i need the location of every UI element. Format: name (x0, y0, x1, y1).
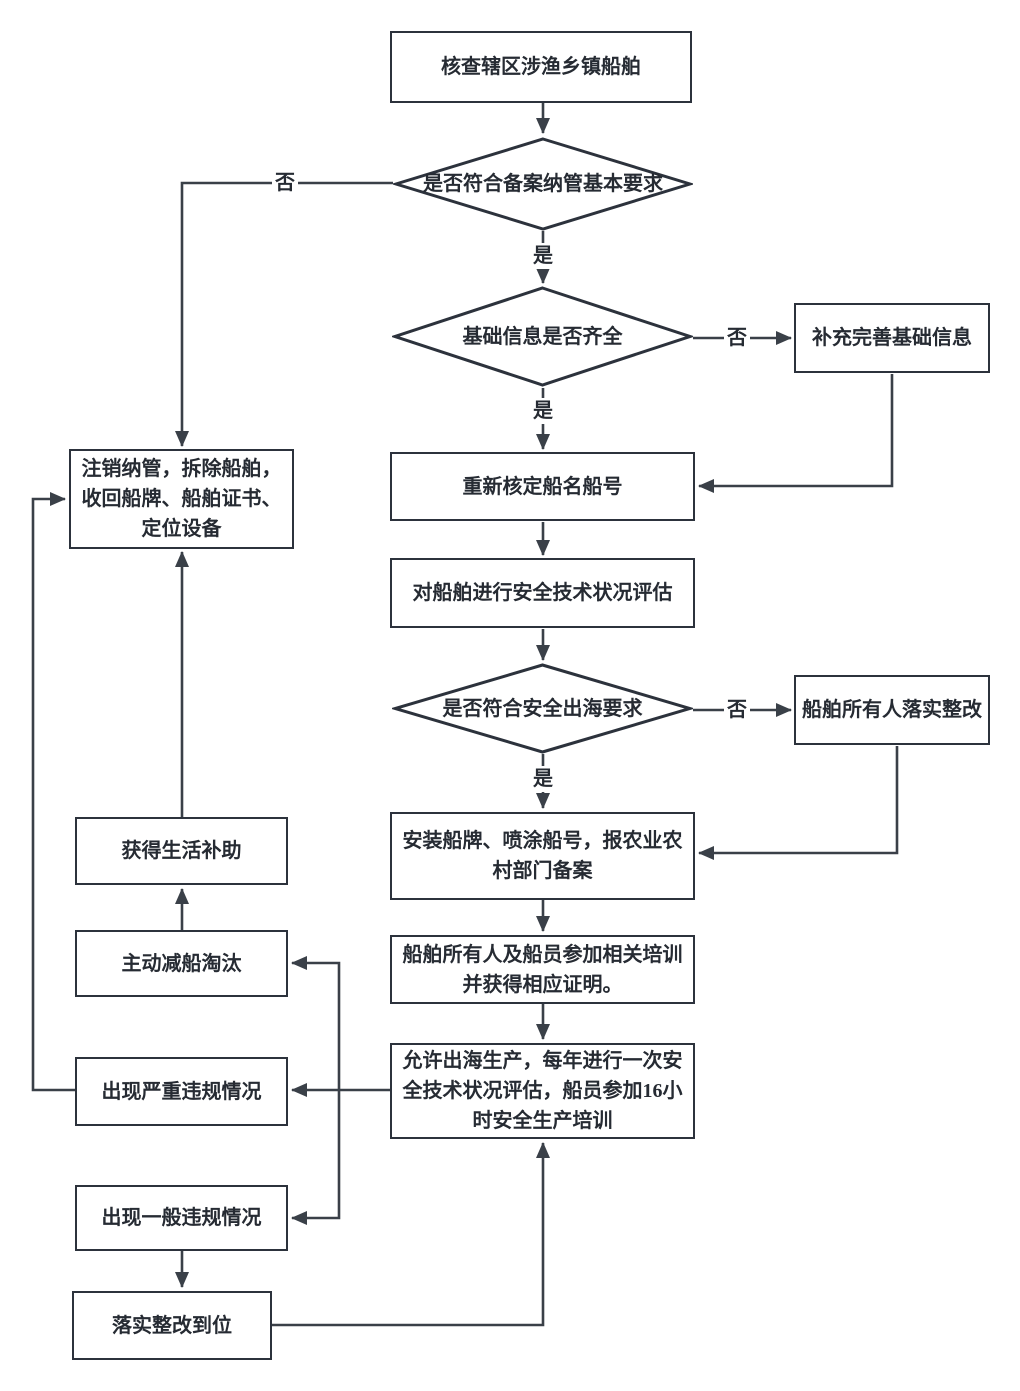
node-label: 船舶所有人及船员参加相关培训 并获得相应证明。 (402, 943, 683, 996)
edge-owner-rectify-to-install (698, 746, 899, 860)
node-label: 核查辖区涉渔乡镇船舶 (441, 56, 641, 78)
node-training: 船舶所有人及船员参加相关培训 并获得相应证明。 (390, 935, 695, 1004)
node-label: 出现一般违规情况 (101, 1207, 262, 1229)
edge-label-yes: 是 (530, 243, 556, 269)
node-label: 注销纳管，拆除船舶， 收回船牌、船舶证书、 定位设备 (81, 458, 282, 540)
node-label: 落实整改到位 (112, 1314, 232, 1337)
node-label: 重新核定船名船号 (462, 475, 623, 498)
node-label: 是否符合备案纳管基本要求 (423, 173, 663, 195)
node-label: 获得生活补助 (121, 840, 242, 862)
node-serious-violation: 出现严重违规情况 (75, 1057, 288, 1126)
node-inspect-vessels: 核查辖区涉渔乡镇船舶 (390, 31, 692, 103)
node-voluntary-scrap: 主动减船淘汰 (75, 930, 288, 997)
node-deregister: 注销纳管，拆除船舶， 收回船牌、船舶证书、 定位设备 (69, 449, 294, 549)
node-label: 安装船牌、喷涂船号，报农业农 村部门备案 (402, 830, 683, 882)
edge-label-yes: 是 (530, 398, 556, 424)
edge-produce-to-scrap (291, 956, 341, 1090)
edge-label-no: 否 (272, 170, 298, 196)
edge-supplement-to-rename (698, 374, 894, 493)
edge-check-filing-no-to-deregister (175, 181, 393, 447)
node-install-plate: 安装船牌、喷涂船号，报农业农 村部门备案 (390, 812, 695, 900)
node-label: 基础信息是否齐全 (462, 325, 623, 348)
node-label: 是否符合安全出海要求 (442, 697, 643, 720)
node-general-violation: 出现一般违规情况 (75, 1185, 288, 1251)
node-rename-vessel: 重新核定船名船号 (390, 452, 695, 521)
node-decision-info-complete: 基础信息是否齐全 (392, 286, 693, 387)
node-label: 出现严重违规情况 (101, 1080, 262, 1103)
node-label: 对船舶进行安全技术状况评估 (412, 582, 673, 604)
edge-label-no: 否 (724, 697, 750, 723)
diamond-shape (392, 663, 693, 754)
edge-label-yes: 是 (530, 766, 556, 792)
node-decision-filing-requirements: 是否符合备案纳管基本要求 (393, 137, 693, 231)
edge-rectified-to-produce (272, 1142, 550, 1327)
node-label: 船舶所有人落实整改 (802, 699, 982, 721)
node-label: 允许出海生产，每年进行一次安 全技术状况评估，船员参加16小 时安全生产培训 (402, 1050, 683, 1132)
node-allow-production: 允许出海生产，每年进行一次安 全技术状况评估，船员参加16小 时安全生产培训 (390, 1043, 695, 1139)
diamond-shape (393, 137, 693, 231)
edge-label-no: 否 (724, 325, 750, 351)
node-label: 补充完善基础信息 (812, 327, 972, 349)
node-owner-rectify: 船舶所有人落实整改 (794, 675, 990, 745)
edge-serious-violation-to-deregister (31, 492, 75, 1092)
edge-produce-to-general-violation (291, 1090, 341, 1225)
diamond-shape (392, 286, 693, 387)
node-living-subsidy: 获得生活补助 (75, 817, 288, 885)
node-decision-safety-requirements: 是否符合安全出海要求 (392, 663, 693, 754)
node-label: 主动减船淘汰 (121, 952, 242, 975)
node-supplement-info: 补充完善基础信息 (794, 303, 990, 373)
node-rectified: 落实整改到位 (72, 1291, 272, 1360)
node-safety-assessment: 对船舶进行安全技术状况评估 (390, 558, 695, 628)
